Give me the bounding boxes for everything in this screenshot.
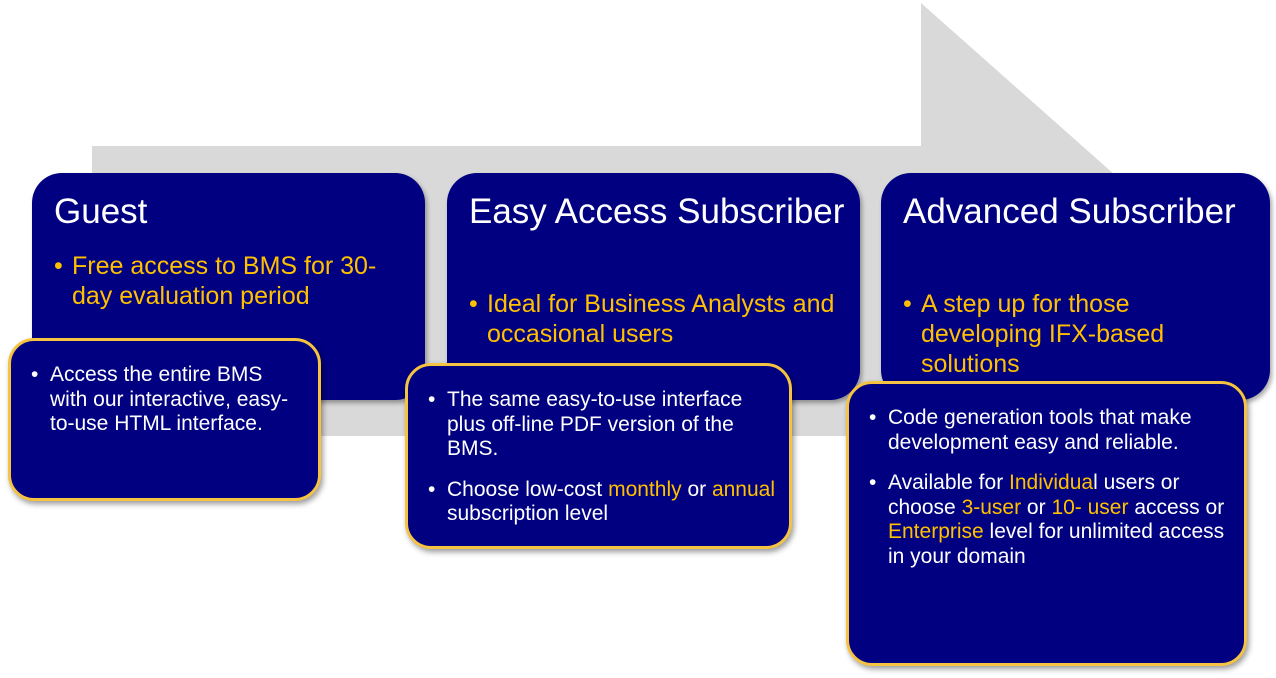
detail-text: Code generation tools that make developm… xyxy=(888,406,1192,454)
detail-text: The same easy-to-use interface plus off-… xyxy=(447,388,743,460)
highlight-10-user: 10- user xyxy=(1051,495,1129,519)
detail-text: subscription level xyxy=(447,502,609,525)
detail-list: • Code generation tools that make develo… xyxy=(869,406,1230,569)
bullet-icon: • xyxy=(54,252,63,280)
detail-item: • Available for Individual users or choo… xyxy=(869,471,1230,569)
bullet-icon: • xyxy=(428,477,436,501)
detail-text: or xyxy=(681,477,712,501)
detail-text: or xyxy=(1021,495,1052,519)
bullet-icon: • xyxy=(428,388,436,411)
detail-card-guest: • Access the entire BMS with our interac… xyxy=(8,338,321,501)
tier-easy-access-subscriber: Easy Access Subscriber • Ideal for Busin… xyxy=(447,173,860,400)
highlight-monthly: monthly xyxy=(608,477,682,501)
tier-bullet-text: A step up for those developing IFX-based… xyxy=(921,290,1165,378)
detail-text: level for unlimited access in your domai… xyxy=(888,520,1225,568)
detail-item: • The same easy-to-use interface plus of… xyxy=(428,388,775,462)
detail-text: Choose low-cost xyxy=(447,477,609,501)
bullet-icon: • xyxy=(869,471,877,494)
tier-bullet: • Free access to BMS for 30-day evaluati… xyxy=(54,251,411,311)
detail-item: • Code generation tools that make develo… xyxy=(869,406,1230,455)
detail-item: • Choose low-cost monthly or annual subs… xyxy=(428,478,775,527)
highlight-enterprise: Enterprise xyxy=(888,520,984,543)
detail-text: Access the entire BMS with our interacti… xyxy=(50,363,289,435)
highlight-individual: Individua xyxy=(1009,471,1094,494)
tier-title: Advanced Subscriber xyxy=(903,192,1236,231)
detail-text: access or xyxy=(1128,495,1225,519)
detail-card-easy-access: • The same easy-to-use interface plus of… xyxy=(405,363,792,549)
tier-bullet: • Ideal for Business Analysts and occasi… xyxy=(469,289,846,349)
detail-list: • The same easy-to-use interface plus of… xyxy=(428,388,775,527)
tier-title: Easy Access Subscriber xyxy=(469,192,845,231)
tier-bullet-text: Free access to BMS for 30-day evaluation… xyxy=(72,252,377,310)
bullet-icon: • xyxy=(869,406,877,429)
detail-item: • Access the entire BMS with our interac… xyxy=(31,363,304,437)
tier-advanced-subscriber: Advanced Subscriber • A step up for thos… xyxy=(881,173,1270,400)
highlight-3-user: 3-user xyxy=(961,495,1022,519)
tier-title: Guest xyxy=(54,192,148,231)
bullet-icon: • xyxy=(903,290,912,318)
highlight-annual: annual xyxy=(711,477,776,501)
tier-bullet-text: Ideal for Business Analysts and occasion… xyxy=(487,290,835,348)
detail-text: Available for xyxy=(888,471,1010,494)
detail-card-advanced: • Code generation tools that make develo… xyxy=(846,381,1247,666)
detail-text: l users or choose xyxy=(888,471,1180,519)
bullet-icon: • xyxy=(31,363,39,386)
bullet-icon: • xyxy=(469,290,478,318)
detail-list: • Access the entire BMS with our interac… xyxy=(31,363,304,437)
tier-bullet: • A step up for those developing IFX-bas… xyxy=(903,289,1256,379)
